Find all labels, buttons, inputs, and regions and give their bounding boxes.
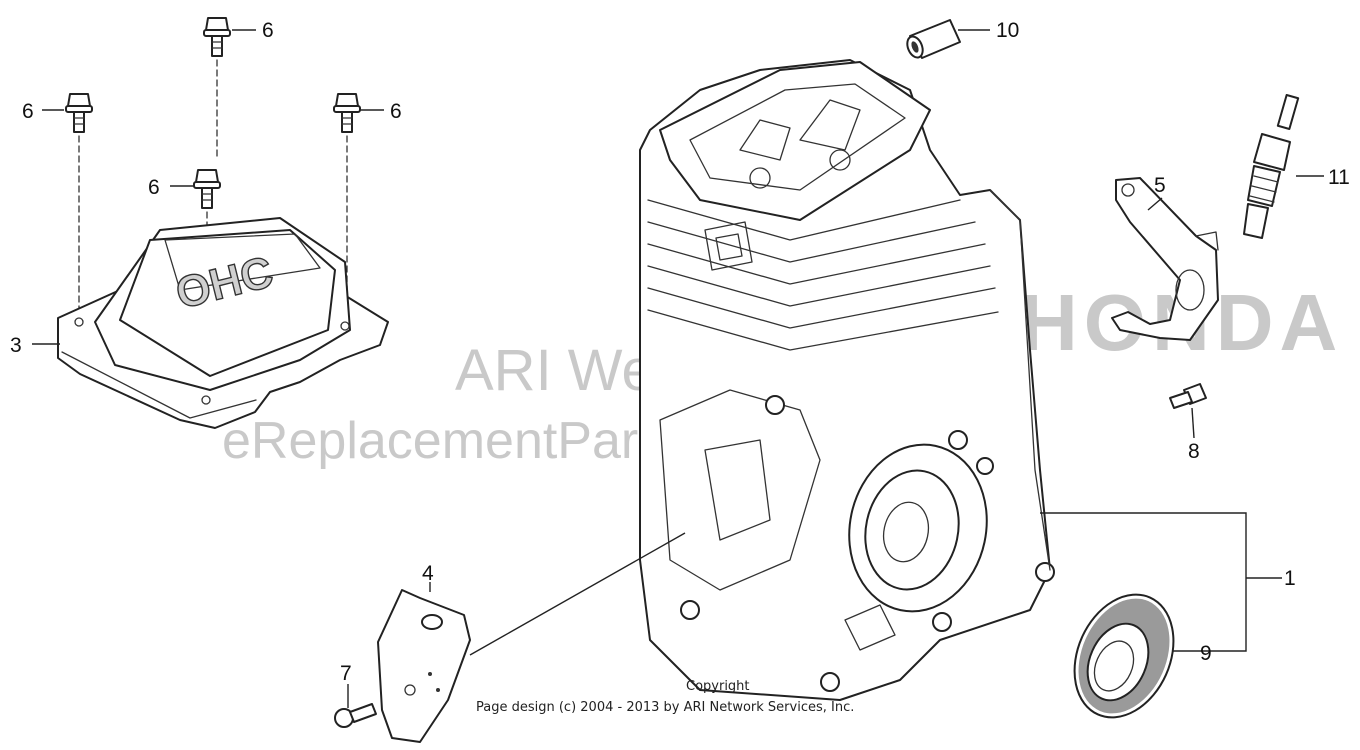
bolt-6-right — [333, 93, 361, 133]
callout-11: 11 — [1328, 166, 1350, 189]
callout-5: 5 — [1154, 174, 1166, 197]
leader-lines — [32, 29, 1324, 708]
plate — [377, 589, 471, 743]
bolt-6-middle — [193, 169, 221, 209]
cylinder-head-cover: OHC — [57, 217, 389, 429]
cover-emboss: OHC — [171, 247, 278, 318]
callout-7: 7 — [340, 662, 352, 685]
copyright-line-1: Copyright — [686, 679, 750, 694]
callout-10: 10 — [996, 19, 1019, 42]
bolt-6-left — [65, 93, 93, 133]
callout-6-middle: 6 — [148, 176, 160, 199]
callout-9: 9 — [1200, 642, 1212, 665]
spark-plug — [1243, 93, 1300, 239]
copyright: Copyright Page design (c) 2004 - 2013 by… — [476, 679, 854, 715]
copyright-line-2: Page design (c) 2004 - 2013 by ARI Netwo… — [476, 700, 854, 715]
bolt-8 — [1169, 383, 1207, 409]
dowel-pin — [906, 19, 961, 59]
callout-4: 4 — [422, 562, 434, 585]
callout-8: 8 — [1188, 440, 1200, 463]
callout-1: 1 — [1284, 567, 1296, 590]
callout-6-left: 6 — [22, 100, 34, 123]
cylinder-block — [639, 59, 1055, 701]
bolt-6-top — [203, 17, 231, 57]
screw-7 — [334, 703, 377, 728]
callout-3: 3 — [10, 334, 22, 357]
oil-seal — [1073, 593, 1175, 719]
callout-6-top: 6 — [262, 19, 274, 42]
bracket — [1111, 177, 1219, 341]
callout-6-right: 6 — [390, 100, 402, 123]
callouts: 1 3 4 5 6 6 6 6 7 8 9 10 11 — [10, 19, 1350, 685]
